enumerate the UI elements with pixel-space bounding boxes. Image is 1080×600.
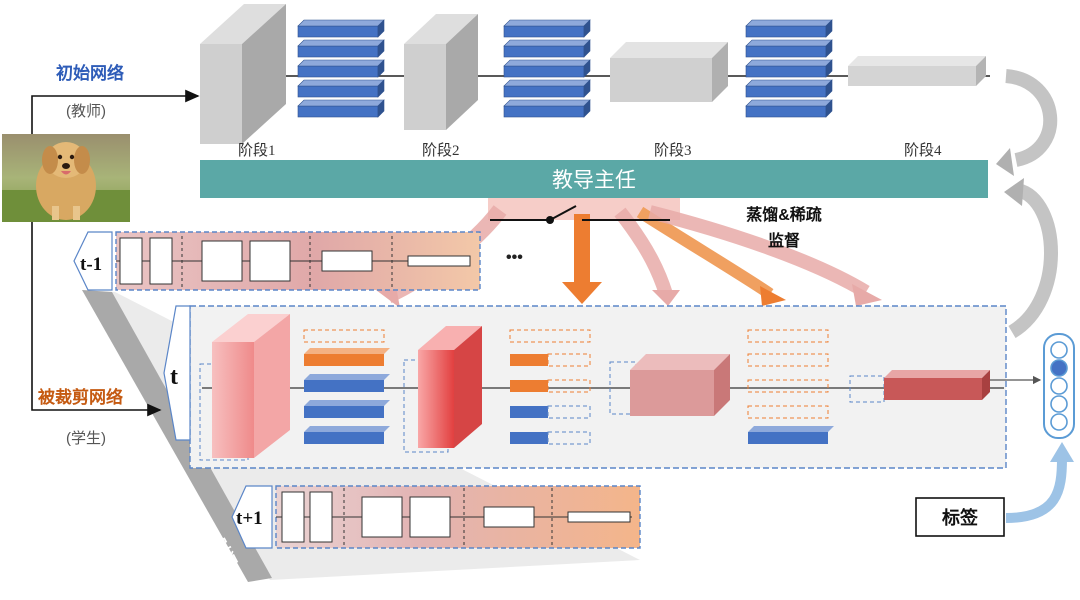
teacher-input-line <box>31 89 200 134</box>
feedback-arrows <box>996 69 1058 339</box>
student-layer-stack3 <box>747 329 834 444</box>
student-stage1-block <box>199 314 290 461</box>
teacher-stage3-block <box>610 42 728 102</box>
student-layer-stack2 <box>509 329 591 445</box>
student-stage2-block <box>403 326 482 453</box>
stage2-label: 阶段2 <box>422 142 460 159</box>
teacher-layer-stack1 <box>297 19 385 118</box>
panel-t-plus-1 <box>231 485 641 549</box>
head-teacher-label: 教导主任 <box>552 169 636 192</box>
label-arrow-head <box>1050 442 1074 462</box>
time-label-prev: t-1 <box>80 254 102 275</box>
student-sublabel: (学生) <box>66 430 106 447</box>
distill-label-line1: 蒸馏&稀疏 <box>746 205 822 224</box>
panel-t-minus-1 <box>73 231 481 291</box>
input-image <box>2 134 130 222</box>
stage1-label: 阶段1 <box>238 142 276 159</box>
time-label-next: t+1 <box>236 508 263 529</box>
output-node <box>1050 413 1068 431</box>
student-input-line <box>31 222 162 417</box>
stage4-label: 阶段4 <box>904 142 942 159</box>
stage3-label: 阶段3 <box>654 142 692 159</box>
label-arrow <box>1005 457 1067 523</box>
teacher-layer-stack3 <box>745 19 833 118</box>
teacher-stage4-block <box>848 56 986 86</box>
distill-label-line2: 监督 <box>768 231 800 250</box>
ellipsis: ••• <box>506 249 523 266</box>
teacher-network <box>200 4 990 144</box>
output-node <box>1050 395 1068 413</box>
panel-t <box>163 305 1042 469</box>
student-stage4-block <box>849 370 990 403</box>
label-box-text: 标签 <box>941 507 979 528</box>
student-label: 被裁剪网络 <box>38 387 123 407</box>
time-label-current: t <box>170 364 178 390</box>
label-box <box>915 497 1005 537</box>
student-stage3-block <box>609 354 730 416</box>
teacher-label: 初始网络 <box>56 63 124 83</box>
output-node <box>1050 341 1068 359</box>
output-node-active <box>1050 359 1068 377</box>
head-teacher-bar <box>200 160 988 198</box>
teacher-layer-stack2 <box>503 19 591 118</box>
output-layer <box>1043 333 1075 439</box>
student-layer-stack1 <box>303 329 390 444</box>
output-node <box>1050 377 1068 395</box>
teacher-stage1-block <box>200 4 286 144</box>
teacher-stage2-block <box>404 14 478 130</box>
teacher-sublabel: (教师) <box>66 103 106 120</box>
switch-icon <box>490 205 670 224</box>
